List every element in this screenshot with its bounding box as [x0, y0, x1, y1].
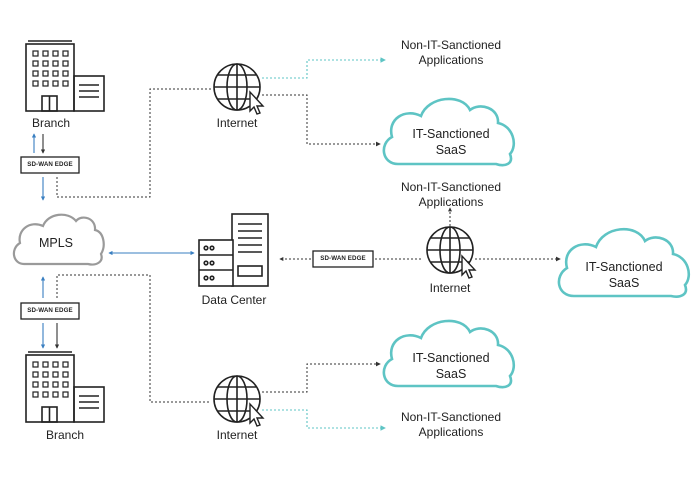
saas-bottom-label: IT-Sanctioned SaaS: [396, 350, 506, 382]
branch-top-label: Branch: [31, 116, 71, 130]
data-center-label: Data Center: [201, 293, 267, 307]
sdwan-edge-top-label: SD-WAN EDGE: [27, 161, 73, 168]
mpls-cloud-icon: [12, 213, 105, 266]
sdwan-edge-dc-label: SD-WAN EDGE: [320, 255, 366, 262]
saas-bottom-line2: SaaS: [435, 367, 467, 381]
saas-bottom-cloud-icon: [382, 319, 515, 389]
saas-right-cloud-icon: [557, 227, 690, 298]
non-it-mid-label: Non-IT-Sanctioned Applications: [384, 180, 518, 210]
internet-mid-cursor-icon: [461, 254, 477, 279]
saas-right-line1: IT-Sanctioned: [585, 260, 663, 274]
sdwan-edge-top-box: [20, 156, 80, 174]
sdwan-edge-bottom-label: SD-WAN EDGE: [27, 307, 73, 314]
saas-top-line1: IT-Sanctioned: [412, 127, 490, 141]
saas-top-cloud-icon: [382, 97, 515, 167]
non-it-mid-line2: Applications: [418, 195, 484, 209]
non-it-top-line1: Non-IT-Sanctioned: [400, 38, 502, 52]
non-it-top-line2: Applications: [418, 53, 484, 67]
non-it-bottom-line1: Non-IT-Sanctioned: [400, 410, 502, 424]
sdwan-edge-bottom-box: [20, 302, 80, 320]
saas-top-line2: SaaS: [435, 143, 467, 157]
sdwan-edge-dc-box: [312, 250, 374, 268]
mpls-label: MPLS: [38, 236, 74, 250]
internet-top-globe-icon: [213, 63, 261, 111]
internet-mid-label: Internet: [429, 281, 471, 295]
non-it-top-label: Non-IT-Sanctioned Applications: [384, 38, 518, 68]
internet-bottom-globe-icon: [213, 375, 261, 423]
data-center-server-icon: [198, 213, 269, 287]
internet-top-label: Internet: [216, 116, 258, 130]
branch-bottom-building-icon: [25, 351, 105, 423]
internet-top-cursor-icon: [249, 90, 265, 115]
branch-bottom-label: Branch: [45, 428, 85, 442]
saas-top-label: IT-Sanctioned SaaS: [396, 126, 506, 158]
saas-right-line2: SaaS: [608, 276, 640, 290]
non-it-bottom-line2: Applications: [418, 425, 484, 439]
saas-right-label: IT-Sanctioned SaaS: [569, 259, 679, 291]
internet-bottom-label: Internet: [216, 428, 258, 442]
saas-bottom-line1: IT-Sanctioned: [412, 351, 490, 365]
branch-top-building-icon: [25, 40, 105, 112]
non-it-mid-line1: Non-IT-Sanctioned: [400, 180, 502, 194]
internet-bottom-cursor-icon: [249, 402, 265, 427]
non-it-bottom-label: Non-IT-Sanctioned Applications: [384, 410, 518, 440]
